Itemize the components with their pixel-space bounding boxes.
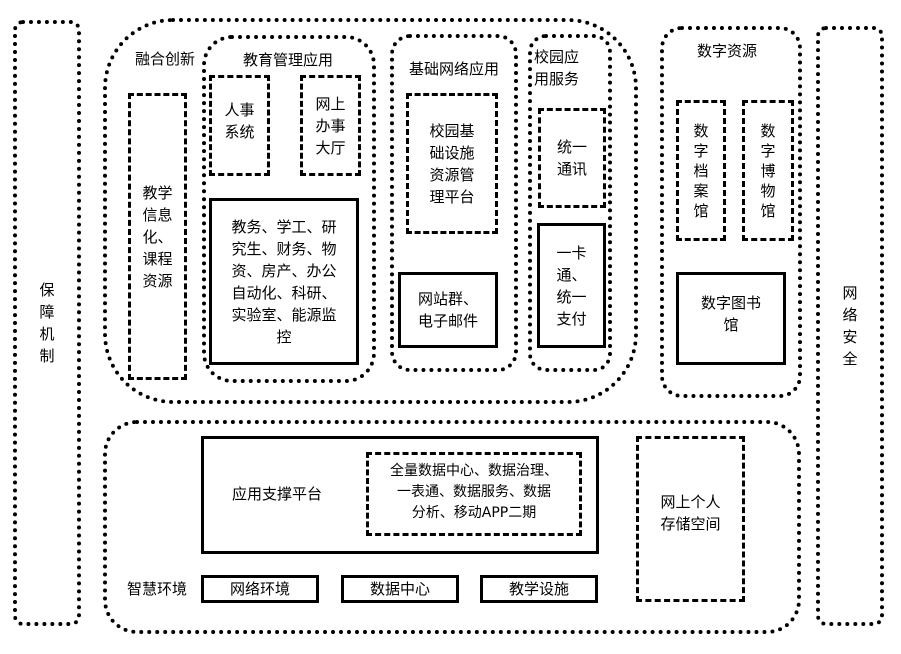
teaching-resources-box [128,93,187,380]
teaching-facilities-box: 教学设施 [480,575,598,603]
unified-communication-label: 统一 通讯 [556,138,587,178]
network-environment-box: 网络环境 [201,575,319,603]
unified-communication-box [538,108,606,208]
personal-storage-label: 网上个人 存储空间 [660,493,721,533]
data-services-label: 全量数据中心、数据治理、 一表通、数据服务、数据 分析、移动APP二期 [366,452,582,536]
infrastructure-platform-box [406,93,498,234]
fusion-innovation-title: 融合创新 [134,50,195,68]
web-email-box [398,272,498,348]
support-platform-label: 应用支撑平台 [231,485,322,503]
network-security-label: 网 络 安 全 [842,284,858,368]
campus-services-title: 校园应 用服务 [534,48,580,88]
campus-services-container [528,34,612,372]
infrastructure-platform-label: 校园基 础设施 资源管 理平台 [429,121,475,206]
digital-library-box [676,272,786,365]
education-management-title: 教育管理应用 [242,51,333,69]
basic-network-container [390,34,518,372]
business-systems-box [209,198,359,365]
hr-system-box [209,75,270,176]
digital-museum-label: 数 字 博 物 馆 [760,121,776,220]
web-email-label: 网站群、 电子邮件 [417,290,478,330]
support-platform-box [201,436,599,554]
network-security-pillar [816,26,884,626]
data-services-text: 全量数据中心、数据治理、 一表通、数据服务、数据 分析、移动APP二期 [390,462,558,521]
digital-library-label: 数字图书 馆 [700,293,761,334]
fusion-innovation-container [103,18,638,404]
card-payment-label: 一卡 通、 统一 支付 [556,243,587,328]
business-systems-label: 教务、学工、研 究生、财务、物 资、房产、办公 自动化、科研、 实验室、能源监 … [231,217,337,346]
hr-system-label: 人事 系统 [224,100,255,141]
basic-network-title: 基础网络应用 [408,60,499,78]
personal-storage-box [636,436,745,602]
digital-resources-title: 数字资源 [696,42,757,60]
data-services-box [366,452,582,536]
education-management-container [202,35,376,383]
smart-environment-label: 智慧环境 [126,580,187,598]
smart-environment-container [103,420,801,634]
digital-archive-label: 数 字 档 案 馆 [693,121,709,220]
digital-archive-box [676,100,726,241]
data-center-box: 数据中心 [341,575,459,603]
online-service-hall-box [300,75,361,176]
online-service-hall-label: 网上 办事 大厅 [315,94,346,157]
security-mechanism-label: 保 障 机 制 [39,281,55,365]
digital-museum-box [742,100,794,241]
digital-resources-container [660,26,802,398]
card-payment-box [537,223,606,348]
teaching-resources-label: 教学 信息 化、 课程 资源 [142,183,173,290]
security-mechanism-pillar [13,20,81,626]
